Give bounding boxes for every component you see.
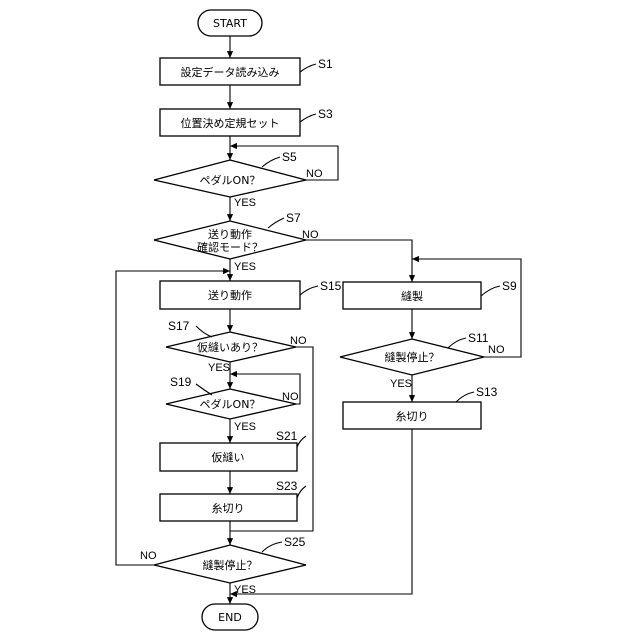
s7-text-line2: 確認モード？ xyxy=(197,240,263,254)
s5-text: ペダルON？ xyxy=(200,173,261,187)
step-label-s25: S25 xyxy=(284,535,306,549)
s7-text-line1: 送り動作 xyxy=(208,227,252,241)
step-label-s21: S21 xyxy=(276,429,298,443)
s17-no-label: NO xyxy=(290,335,307,347)
step-label-s3: S3 xyxy=(318,107,333,121)
s9-text: 縫製 xyxy=(401,289,423,303)
s21-text: 仮縫い xyxy=(212,450,245,464)
s25-yes-label: YES xyxy=(234,584,256,596)
step-label-s13: S13 xyxy=(476,385,498,399)
s3-text: 位置決め定規セット xyxy=(181,116,280,130)
step-label-s17: S17 xyxy=(168,319,190,333)
s23-text: 糸切り xyxy=(212,502,245,515)
step-label-s15: S15 xyxy=(320,279,342,293)
step-label-s9: S9 xyxy=(502,279,517,293)
s7-yes-label: YES xyxy=(234,261,256,273)
s11-yes-label: YES xyxy=(390,378,412,390)
step-label-s19: S19 xyxy=(170,375,192,389)
s15-text: 送り動作 xyxy=(208,288,252,302)
s19-no-label: NO xyxy=(282,391,299,403)
s17-yes-label: YES xyxy=(208,362,230,374)
s11-no-label: NO xyxy=(488,344,505,356)
s7-no-label: NO xyxy=(302,229,319,241)
s25-text: 縫製停止？ xyxy=(203,558,258,572)
s19-yes-label: YES xyxy=(234,421,256,433)
step-label-s5: S5 xyxy=(282,150,297,164)
s13-text: 糸切り xyxy=(396,410,429,423)
step-label-s1: S1 xyxy=(318,57,333,71)
s17-text: 仮縫いあり？ xyxy=(197,340,263,354)
step-label-s7: S7 xyxy=(286,211,301,225)
step-label-s23: S23 xyxy=(276,479,298,493)
end-label: END xyxy=(218,611,242,624)
s19-text: ペダルON？ xyxy=(200,397,261,411)
start-label: START xyxy=(213,17,247,30)
s5-yes-label: YES xyxy=(234,197,256,209)
connector-s7-no xyxy=(306,240,412,282)
step-label-s11: S11 xyxy=(468,331,489,345)
s5-no-label: NO xyxy=(306,168,323,180)
s25-no-label: NO xyxy=(140,550,157,562)
s11-text: 縫製停止？ xyxy=(385,350,440,364)
s1-text: 設定データ読み込み xyxy=(181,65,280,79)
